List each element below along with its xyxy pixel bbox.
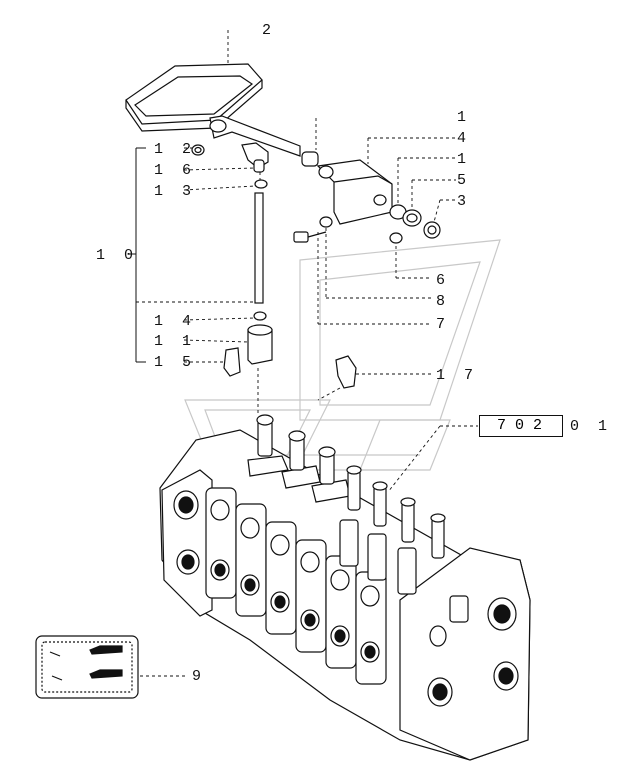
- callout-11: 1 1: [154, 333, 197, 350]
- callout-16: 1 6: [154, 162, 197, 179]
- reference-suffix: 0 1: [570, 418, 613, 435]
- callout-8: 8: [436, 293, 451, 310]
- callout-17: 1 7: [436, 367, 479, 384]
- control-valve-icon: [159, 414, 531, 761]
- callout-3: 3: [457, 193, 472, 210]
- callout-1-upper: 1: [457, 109, 472, 126]
- pedal-icon: [125, 63, 301, 157]
- decal-icon: [35, 635, 139, 699]
- callout-5: 5: [457, 172, 472, 189]
- callout-9: 9: [192, 668, 207, 685]
- callout-15: 1 5: [154, 354, 197, 371]
- callout-1-lower: 1: [457, 151, 472, 168]
- callout-13: 1 3: [154, 183, 197, 200]
- callout-12: 1 2: [154, 141, 197, 158]
- callout-6: 6: [436, 272, 451, 289]
- reference-box: 702: [479, 415, 563, 437]
- callout-2: 2: [262, 22, 277, 39]
- callout-14: 1 4: [154, 313, 197, 330]
- callout-4: 4: [457, 130, 472, 147]
- callout-10: 1 0: [96, 247, 139, 264]
- callout-7: 7: [436, 316, 451, 333]
